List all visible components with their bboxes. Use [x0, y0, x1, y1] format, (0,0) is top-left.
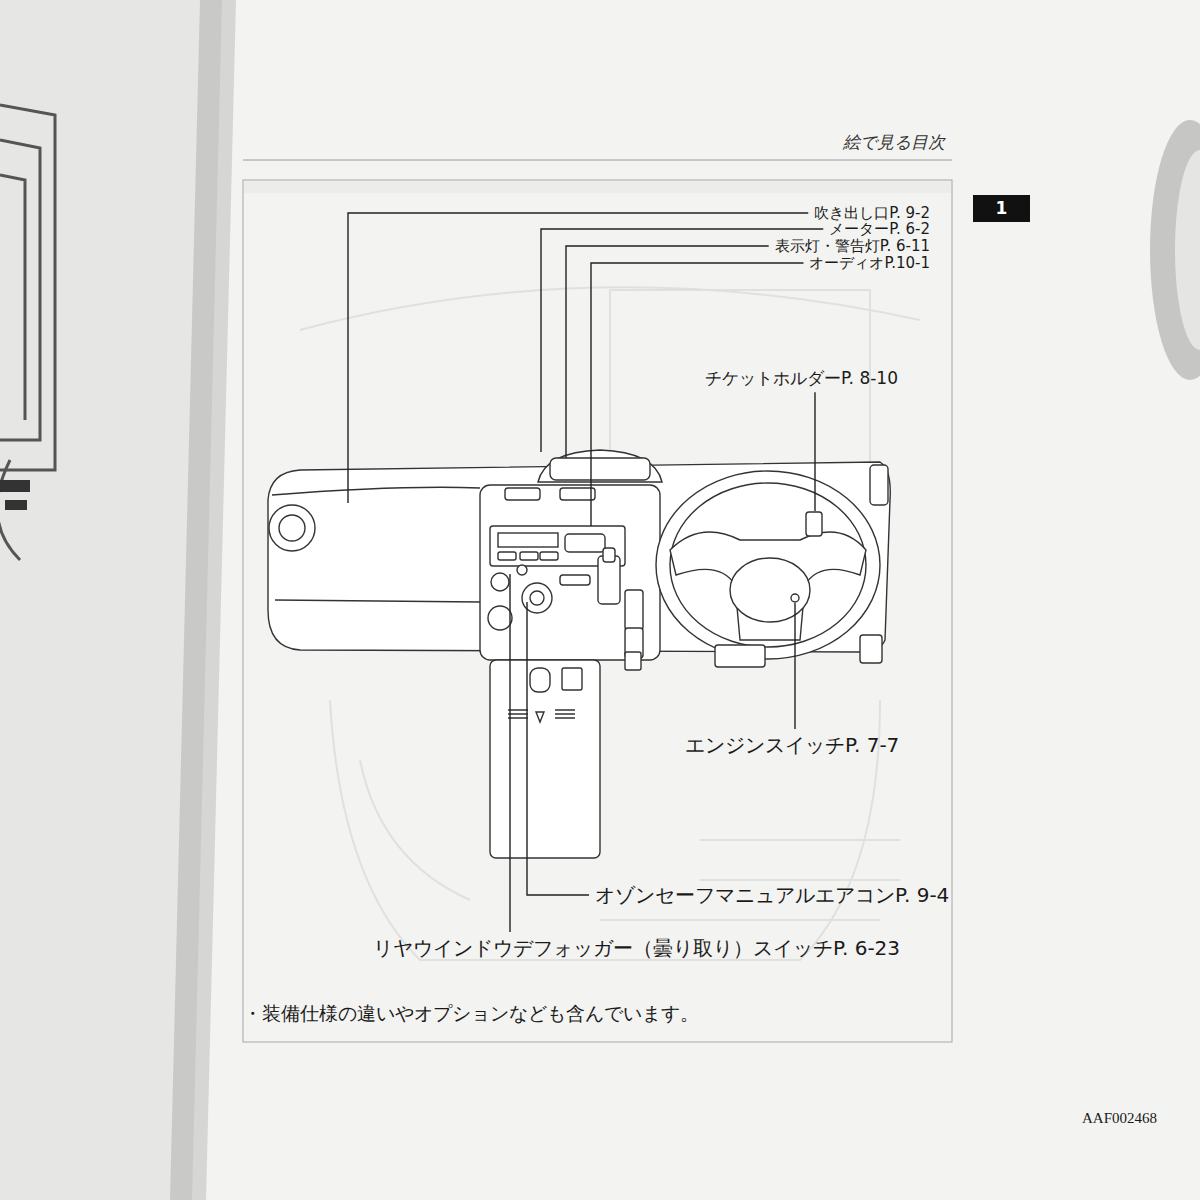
leader-line: [814, 392, 815, 511]
leader-line: [509, 574, 510, 932]
section-tab: 1: [973, 195, 1030, 222]
footnote: ・装備仕様の違いやオプションなども含んでいます。: [243, 1002, 699, 1025]
page-heading: 絵で見る目次: [843, 132, 945, 152]
callout-label: リヤウインドウデフォッガー（曇り取り）スイッチP. 6-23: [373, 936, 900, 960]
callout-label: チケットホルダーP. 8-10: [705, 368, 898, 388]
leader-line: [591, 263, 803, 526]
callout-label: オーディオP.10-1: [809, 254, 930, 272]
leader-line: [527, 602, 589, 895]
leader-line: [794, 603, 795, 729]
callout-label: 表示灯・警告灯P. 6-11: [775, 237, 930, 255]
callout-label: オゾンセーフマニュアルエアコンP. 9-4: [595, 883, 949, 907]
callout-label: 吹き出し口P. 9-2: [814, 204, 930, 222]
figure-code: AAF002468: [1082, 1109, 1157, 1127]
callout-label: エンジンスイッチP. 7-7: [685, 733, 899, 757]
callout-label: メーターP. 6-2: [829, 220, 930, 238]
leader-line: [566, 246, 769, 458]
leader-line: [348, 213, 808, 503]
